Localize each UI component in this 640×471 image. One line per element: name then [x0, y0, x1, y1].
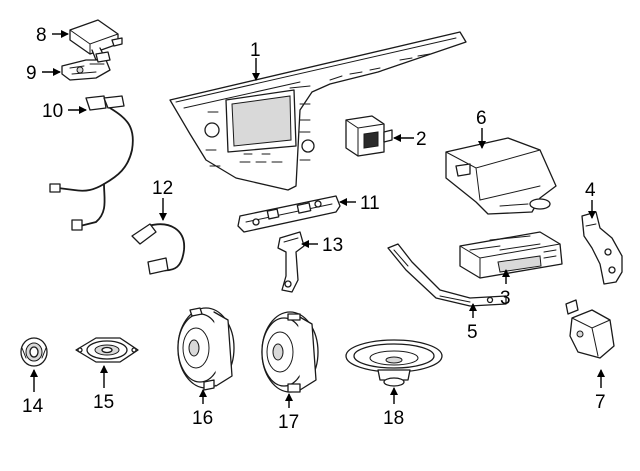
- callout-7: 7: [595, 392, 606, 413]
- callout-11: 11: [360, 193, 380, 214]
- callout-labels: 1 2 3 4 5 6 7 8 9 10 11 12 13 14 15 16 1…: [22, 25, 606, 433]
- part-3-receiver: [459, 231, 563, 279]
- callout-14: 14: [22, 396, 44, 417]
- callout-6: 6: [476, 108, 487, 129]
- part-15-speaker: [75, 337, 139, 363]
- part-9-sensor: [61, 51, 111, 81]
- part-14-tweeter: [20, 337, 48, 367]
- part-10-harness: [49, 95, 134, 231]
- callout-3: 3: [500, 288, 511, 309]
- part-6-cover: [445, 137, 557, 215]
- callout-8: 8: [36, 25, 47, 46]
- part-16-speaker: [177, 307, 235, 391]
- callout-5: 5: [467, 322, 478, 343]
- part-11-bracket: [237, 195, 341, 233]
- callout-2: 2: [416, 129, 427, 150]
- callout-10: 10: [42, 101, 63, 122]
- callout-9: 9: [26, 63, 37, 84]
- part-2-jack: [345, 115, 393, 157]
- part-4-bracket: [581, 211, 623, 285]
- callout-17: 17: [278, 412, 299, 433]
- callout-1: 1: [250, 40, 261, 61]
- part-5-bracket: [387, 243, 507, 307]
- part-17-speaker: [261, 311, 319, 393]
- part-18-speaker: [345, 339, 443, 387]
- part-12-harness: [131, 223, 185, 275]
- part-8-module: [69, 19, 123, 61]
- leader-lines: [30, 30, 605, 408]
- callout-16: 16: [192, 408, 213, 429]
- part-13-bracket: [277, 231, 305, 293]
- callout-13: 13: [322, 235, 343, 256]
- part-7-module: [565, 299, 615, 359]
- callout-4: 4: [585, 180, 596, 201]
- part-1-bezel: [169, 31, 467, 191]
- callout-18: 18: [383, 408, 404, 429]
- callout-15: 15: [93, 392, 114, 413]
- callout-12: 12: [152, 178, 173, 199]
